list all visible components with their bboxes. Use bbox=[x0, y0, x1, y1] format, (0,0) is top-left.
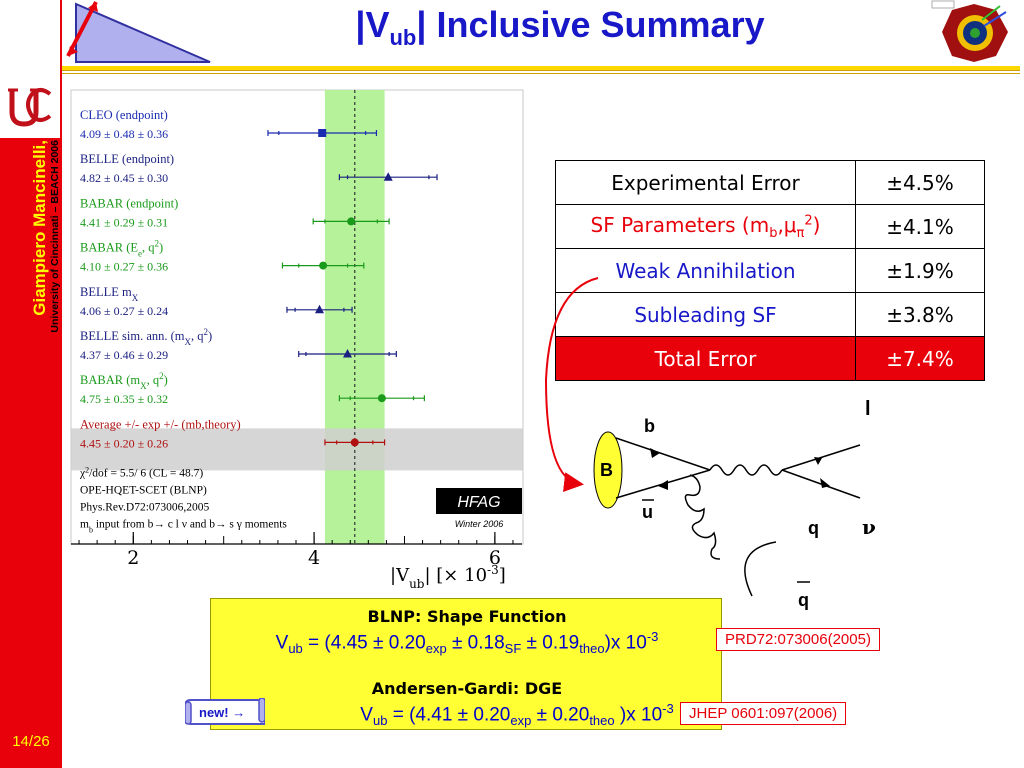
data-point bbox=[383, 172, 393, 181]
chart-note: mb input from b→ c l ν and b→ s γ moment… bbox=[80, 518, 287, 534]
qbar-quark-label: q bbox=[798, 590, 809, 610]
data-point bbox=[318, 129, 327, 137]
pointer-arrow bbox=[544, 277, 599, 493]
b-meson-label: B bbox=[600, 460, 613, 480]
neutrino-label: ν bbox=[862, 515, 876, 539]
average-row-bg bbox=[71, 428, 523, 471]
blnp-value: Vub = (4.45 ± 0.20exp ± 0.18SF ± 0.19the… bbox=[275, 629, 659, 657]
data-point bbox=[377, 394, 386, 403]
series-name: BABAR (Ee, q2) bbox=[80, 239, 163, 259]
x-tick-label: 6 bbox=[489, 547, 501, 569]
b-meson-blob bbox=[593, 431, 623, 509]
error-row: Experimental Error±4.5% bbox=[555, 160, 985, 205]
reference-jhep: JHEP 0601:097(2006) bbox=[680, 702, 847, 725]
series-name: Average +/- exp +/- (mb,theory) bbox=[80, 417, 241, 431]
beach-logo-icon bbox=[931, 0, 1008, 62]
error-label: Subleading SF bbox=[555, 292, 856, 337]
series-name: BELLE mX bbox=[80, 285, 139, 303]
b-quark-label: b bbox=[644, 416, 655, 436]
uc-logo bbox=[0, 72, 62, 138]
hfag-watermark: HFAG bbox=[457, 494, 500, 511]
triangle-logo-icon bbox=[66, 1, 211, 63]
error-row: Subleading SF±3.8% bbox=[555, 292, 985, 337]
error-value: ±7.4% bbox=[855, 336, 985, 381]
error-label: Experimental Error bbox=[555, 160, 856, 205]
data-point bbox=[315, 304, 325, 314]
slide-number: 14/26 bbox=[12, 733, 50, 750]
result-box: BLNP: Shape Function Vub = (4.45 ± 0.20e… bbox=[210, 598, 722, 730]
blnp-heading: BLNP: Shape Function bbox=[367, 607, 567, 626]
data-point bbox=[347, 217, 356, 226]
reference-prd: PRD72:073006(2005) bbox=[716, 628, 880, 651]
sidebar-top-blank bbox=[0, 0, 62, 72]
series-value-text: 4.10 ± 0.27 ± 0.36 bbox=[80, 260, 168, 274]
x-tick-label: 2 bbox=[127, 547, 139, 569]
data-point bbox=[343, 349, 353, 358]
new-badge-label: new! → bbox=[199, 705, 245, 720]
series-value-text: 4.37 ± 0.46 ± 0.29 bbox=[80, 348, 168, 362]
chart-note: χ2/dof = 5.5/ 6 (CL = 48.7) bbox=[79, 465, 203, 480]
series-value-text: 4.45 ± 0.20 ± 0.26 bbox=[80, 436, 168, 450]
data-point bbox=[350, 438, 359, 447]
author-name: Giampiero Mancinelli, bbox=[30, 140, 49, 316]
header-rule bbox=[62, 66, 1020, 71]
x-axis-label: |Vub| [× 10-3] bbox=[390, 563, 506, 591]
series-name: BELLE sim. ann. (mX, q2) bbox=[80, 327, 212, 347]
x-tick-label: 4 bbox=[308, 547, 320, 569]
data-point bbox=[319, 261, 328, 270]
series-name: BELLE (endpoint) bbox=[80, 152, 174, 166]
page-title: |Vub| Inclusive Summary bbox=[355, 4, 765, 51]
error-label: Total Error bbox=[555, 336, 856, 381]
error-row: SF Parameters (mb,μπ2)±4.1% bbox=[555, 204, 985, 249]
error-label: SF Parameters (mb,μπ2) bbox=[555, 204, 856, 249]
error-value: ±1.9% bbox=[855, 248, 985, 293]
error-table: Experimental Error±4.5%SF Parameters (mb… bbox=[555, 160, 985, 381]
error-value: ±4.1% bbox=[855, 204, 985, 249]
series-name: CLEO (endpoint) bbox=[80, 108, 168, 122]
uc-logo-icon bbox=[8, 88, 52, 127]
author-block: Giampiero Mancinelli, University of Cinc… bbox=[2, 140, 61, 730]
andersen-gardi-value: Vub = (4.41 ± 0.20exp ± 0.20theo )x 10-3 bbox=[360, 701, 674, 729]
lepton-label: l bbox=[865, 398, 871, 420]
header-rule-thin bbox=[62, 73, 1020, 74]
chart-note: Phys.Rev.D72:073006,2005 bbox=[80, 501, 210, 513]
new-badge: new! → bbox=[185, 698, 265, 725]
series-value-text: 4.75 ± 0.35 ± 0.32 bbox=[80, 392, 168, 406]
error-label: Weak Annihilation bbox=[555, 248, 856, 293]
series-name: BABAR (endpoint) bbox=[80, 196, 178, 210]
series-name: BABAR (mX, q2) bbox=[80, 371, 168, 391]
chart-note: OPE-HQET-SCET (BLNP) bbox=[80, 484, 207, 496]
error-value: ±3.8% bbox=[855, 292, 985, 337]
feynman-diagram: B b u l ν q q bbox=[544, 277, 876, 610]
error-row: Total Error±7.4% bbox=[555, 336, 985, 381]
author-affiliation: University of Cincinnati – BEACH 2006 bbox=[49, 140, 61, 333]
error-value: ±4.5% bbox=[855, 160, 985, 205]
ubar-quark-label: u bbox=[642, 502, 653, 522]
series-value-text: 4.41 ± 0.29 ± 0.31 bbox=[80, 215, 168, 229]
series-value-text: 4.06 ± 0.27 ± 0.24 bbox=[80, 304, 168, 318]
hfag-watermark-bg bbox=[436, 488, 522, 514]
series-value-text: 4.09 ± 0.48 ± 0.36 bbox=[80, 127, 168, 141]
hfag-watermark-sub: Winter 2006 bbox=[455, 519, 503, 529]
andersen-gardi-heading: Andersen-Gardi: DGE bbox=[371, 679, 563, 698]
series-value-text: 4.82 ± 0.45 ± 0.30 bbox=[80, 171, 168, 185]
error-row: Weak Annihilation±1.9% bbox=[555, 248, 985, 293]
q-quark-label: q bbox=[808, 518, 819, 538]
